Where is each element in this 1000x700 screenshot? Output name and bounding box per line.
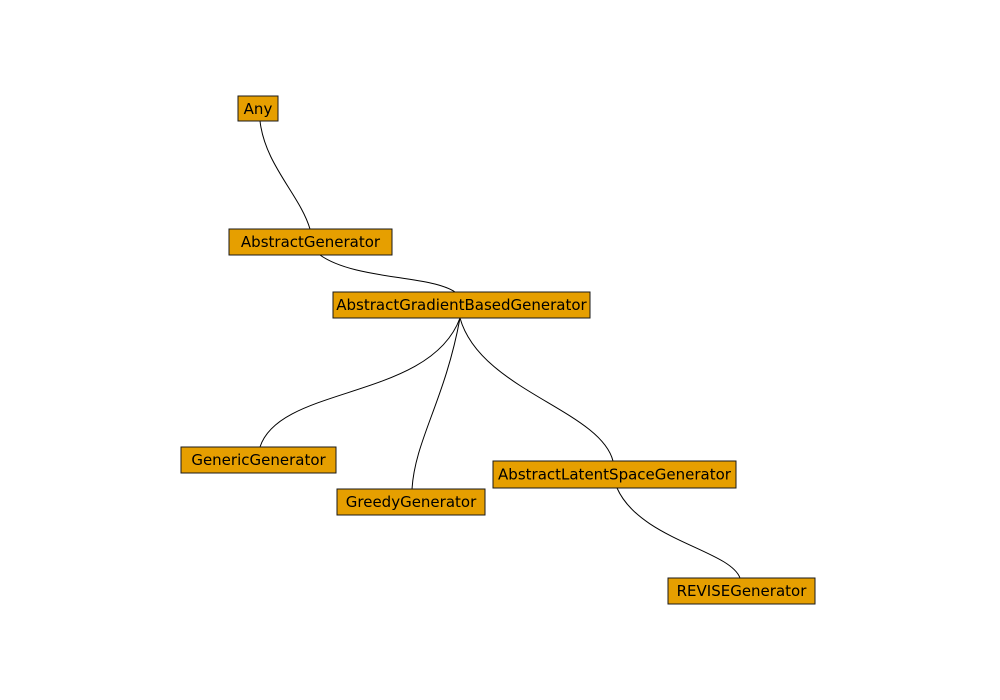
node-abstract-generator[interactable]: AbstractGenerator [228, 228, 393, 256]
node-revise-generator[interactable]: REVISEGenerator [667, 577, 816, 605]
edge-abstract-gradient-based-generator-to-greedy-generator [411, 317, 461, 490]
node-label: REVISEGenerator [677, 582, 808, 600]
node-abstract-latent-space-generator[interactable]: AbstractLatentSpaceGenerator [492, 460, 737, 489]
node-greedy-generator[interactable]: GreedyGenerator [336, 488, 486, 516]
node-label: Any [244, 100, 273, 118]
node-abstract-gradient-based-generator[interactable]: AbstractGradientBasedGenerator [332, 291, 591, 319]
node-generic-generator[interactable]: GenericGenerator [180, 446, 337, 474]
edge-abstract-generator-to-abstract-gradient-based-generator [319, 254, 456, 293]
nodes: Any AbstractGenerator AbstractGradientBa… [180, 95, 816, 605]
node-label: GenericGenerator [191, 451, 326, 469]
node-label: AbstractLatentSpaceGenerator [498, 466, 732, 484]
edge-abstract-gradient-based-generator-to-abstract-latent-space-generator [459, 317, 614, 462]
node-any[interactable]: Any [237, 95, 279, 122]
edge-abstract-latent-space-generator-to-revise-generator [616, 487, 741, 579]
edge-any-to-abstract-generator [259, 120, 311, 230]
node-label: GreedyGenerator [346, 493, 477, 511]
edge-abstract-gradient-based-generator-to-generic-generator [259, 317, 461, 448]
node-label: AbstractGenerator [241, 233, 381, 251]
node-label: AbstractGradientBasedGenerator [336, 296, 587, 314]
edges [259, 120, 741, 579]
